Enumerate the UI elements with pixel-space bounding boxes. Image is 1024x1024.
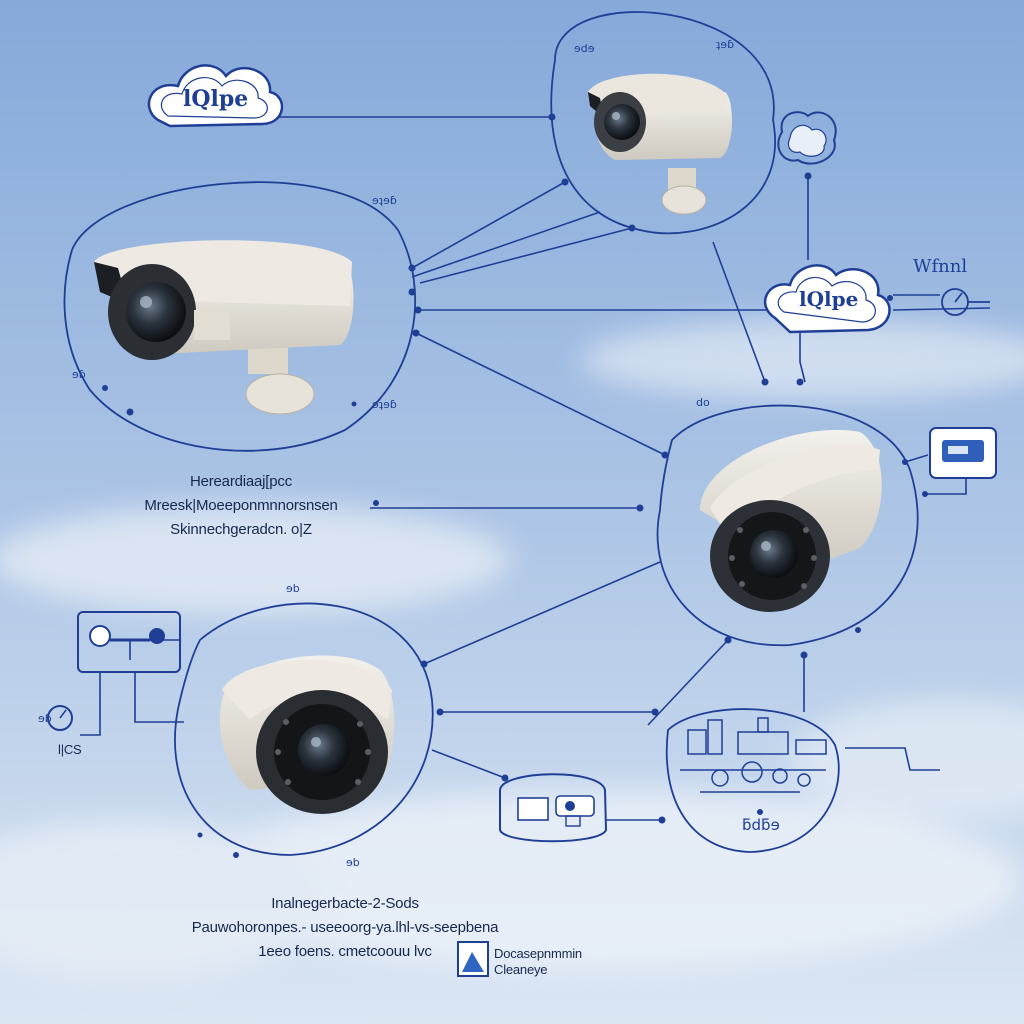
security-camera-icon [219,655,395,814]
cloud-right-label: lQlpe [799,287,858,311]
connector-icon [47,611,181,731]
link-cloudright-east [892,307,991,311]
link-cloudright-down [799,332,806,383]
info-line: Hereardiaaj[pcc [189,473,293,490]
small-mark: ɘɓ [38,712,52,725]
left-icon-label: l|CS [58,742,82,757]
ring-camera-bottom [174,602,434,856]
city-buildings-icon [680,717,827,793]
node-dots [102,113,928,858]
small-mark: do [696,396,710,409]
router-icon [929,427,997,479]
document-icon [457,941,489,977]
cloud-icon [763,264,891,334]
cctv-monitor-icon [499,773,608,843]
cam-left-mark: ɘɓ [72,368,86,381]
caption-line: Cleaneye [494,962,548,977]
caption-line: Docasepnmmin [494,946,582,961]
cloud-left-label: lQlpe [183,86,248,112]
building-caption: ƃdƃɘ [742,816,780,834]
link-connector-left [80,672,101,736]
small-mark: ɘb [346,856,360,869]
cam-top-mark: ʇɘɓ [716,38,734,51]
info-text-block: Hereardiaaj[pcc Mreesk|Moeeponmnnorsnsen… [96,470,386,542]
link-camright-router-b [925,478,967,495]
sky-clouds [0,320,1024,980]
link-camright-router-a [904,454,929,463]
link-building-east [845,747,940,771]
link-camleft-camtop-c [419,227,633,284]
info-line: Inalnegerbacte-2-Sods [271,895,419,912]
ring-building [665,708,840,853]
connection-lines [80,116,991,821]
bottom-text-block: Inalnegerbacte-2-Sods Pauwohoronpes.- us… [130,892,560,964]
security-camera-icon [94,240,354,415]
cam-left-mark: ɘʇɘɓ [372,398,397,411]
clock-icon [941,288,990,316]
link-cambottom-monitor [431,749,506,779]
info-line: Skinnechgeradcn. o|Z [170,521,312,538]
document-caption: Docasepnmmin Cleaneye [494,946,582,978]
link-camleft-camright [415,332,666,456]
link-cambottom-camright [423,561,661,665]
info-line: Mreesk|Moeeponmnnorsnsen [144,497,338,514]
link-connector-cambottom-b [134,672,184,723]
info-line: 1eeo foens. cmetcoouu lvc [258,943,432,960]
security-camera-icon [700,429,882,612]
link-camleft-camtop-b [411,211,601,278]
cam-top-mark: ɘdɘ [574,42,595,55]
link-camtop-camright [712,241,766,383]
ring-camera-top [550,11,776,235]
link-building-camright [647,639,729,726]
small-mark: ɘb [286,582,300,595]
wifi-label: Wfnnl [913,256,967,277]
network-node-icon [777,111,837,165]
security-camera-icon [588,73,732,215]
cam-left-mark: ɘʇɘɓ [372,194,397,207]
cloud-icon [147,64,284,128]
link-camleft-camtop-a [411,181,566,269]
ring-camera-left [63,181,416,452]
info-line: Pauwohoronpes.- useeoorg-ya.lhl-vs-seepb… [191,919,499,936]
camera-rings [63,11,919,856]
ring-camera-right [656,404,919,647]
